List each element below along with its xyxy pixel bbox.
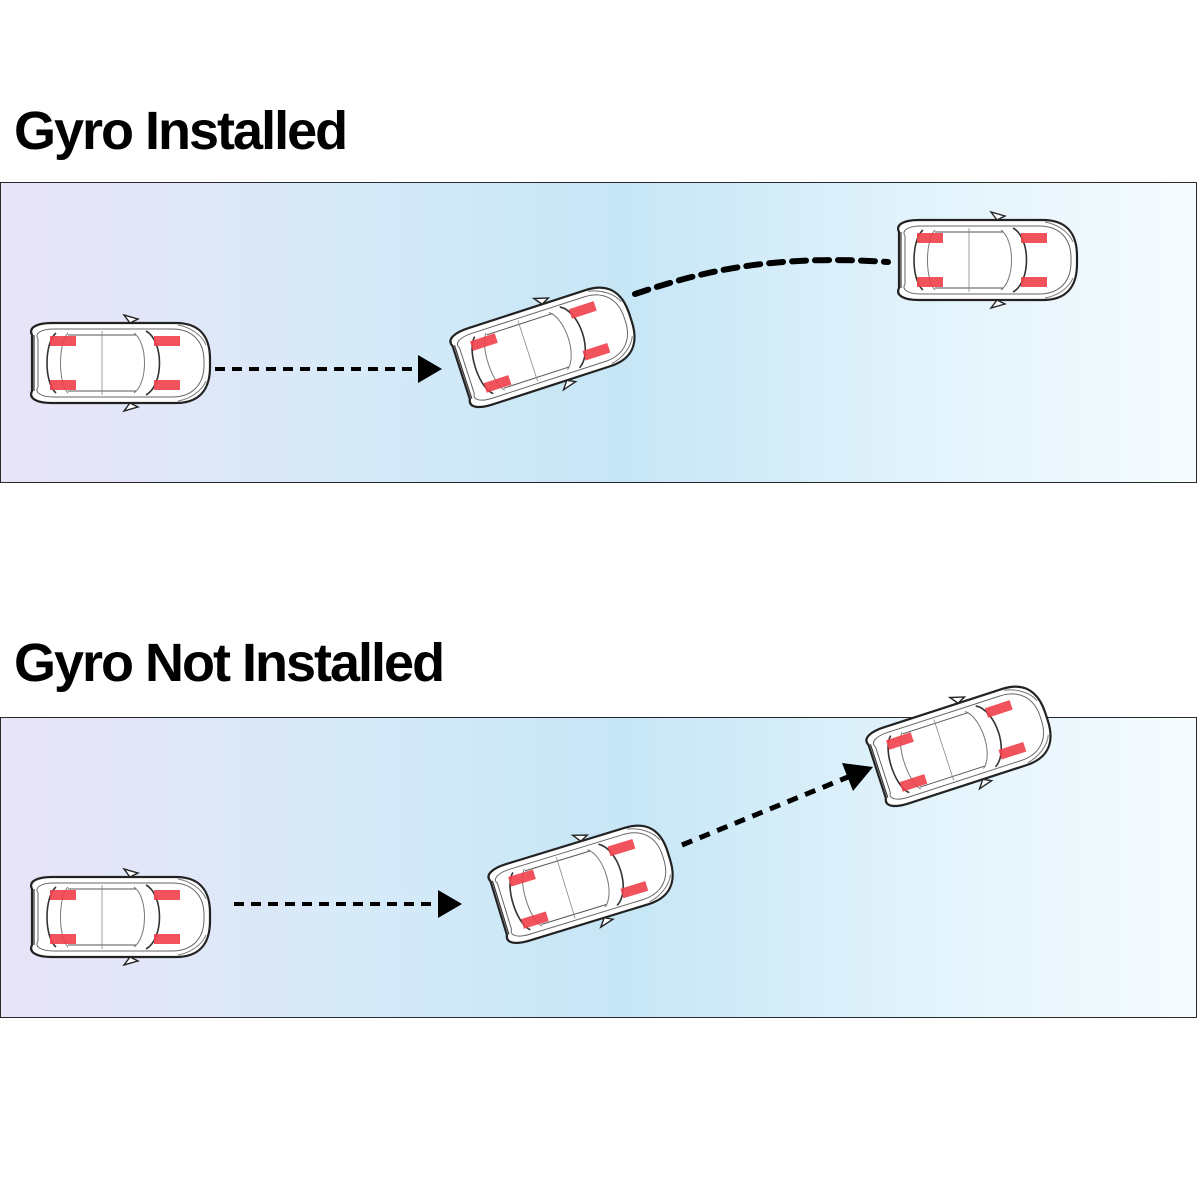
wheel-markers (885, 700, 1027, 792)
car-top-view-icon (30, 867, 212, 967)
wheel-markers (50, 336, 180, 390)
car-start-gyro-installed (30, 313, 212, 413)
car-skid-gyro-not-installed (482, 809, 685, 956)
section-title-gyro-installed: Gyro Installed (14, 101, 348, 161)
car-recovered-gyro-installed (897, 210, 1079, 310)
path-arrow-curve-top (632, 257, 891, 297)
car-top-view-icon (30, 313, 212, 413)
arrow-head-bottom-2 (842, 763, 873, 791)
arrow-head-top (418, 355, 442, 383)
wheel-markers (469, 301, 611, 393)
car-drifted-gyro-not-installed (860, 669, 1063, 819)
car-top-view-icon (897, 210, 1079, 310)
car-start-gyro-not-installed (30, 867, 212, 967)
car-skid-gyro-installed (444, 270, 647, 420)
path-arrow-diagonal-bottom (681, 774, 849, 848)
section-title-gyro-not-installed: Gyro Not Installed (14, 633, 445, 693)
arrow-head-bottom-1 (438, 890, 462, 918)
wheel-markers (508, 839, 649, 929)
wheel-markers (50, 890, 180, 944)
wheel-markers (917, 233, 1047, 287)
